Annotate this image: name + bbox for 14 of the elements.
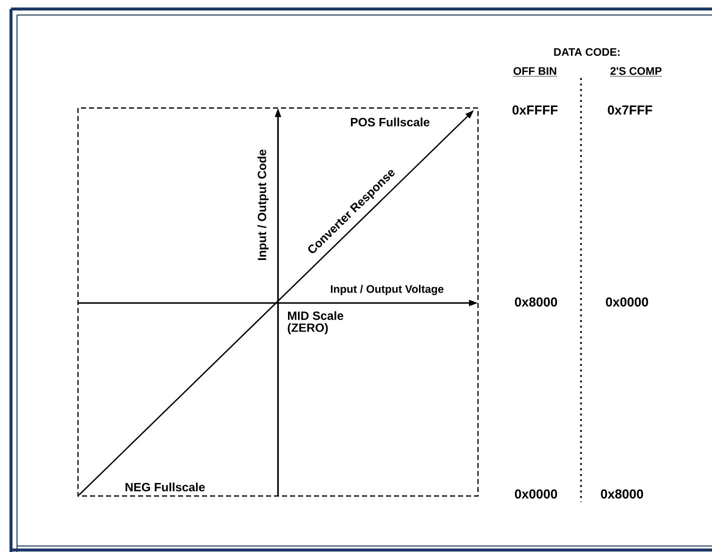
column-heading: OFF BIN: [512, 67, 558, 76]
code-value: 0x0000: [606, 297, 648, 307]
code-value: 0x7FFF: [608, 105, 652, 115]
code-value: 0xFFFF: [512, 105, 558, 115]
code-value: 0x0000: [514, 489, 558, 499]
endpoint-label: NEG Fullscale: [126, 482, 205, 492]
column-heading: DATA CODE:: [554, 48, 620, 56]
axis-label: Input / Output Code: [257, 150, 269, 260]
endpoint-label: POS Fullscale: [350, 118, 430, 126]
origin-label: MID Scale (ZERO): [288, 311, 344, 334]
code-value: 0x8000: [600, 489, 644, 499]
code-value: 0x8000: [514, 297, 558, 307]
column-heading: 2'S COMP: [610, 67, 662, 76]
axis-label: Input / Output Voltage: [330, 284, 444, 296]
